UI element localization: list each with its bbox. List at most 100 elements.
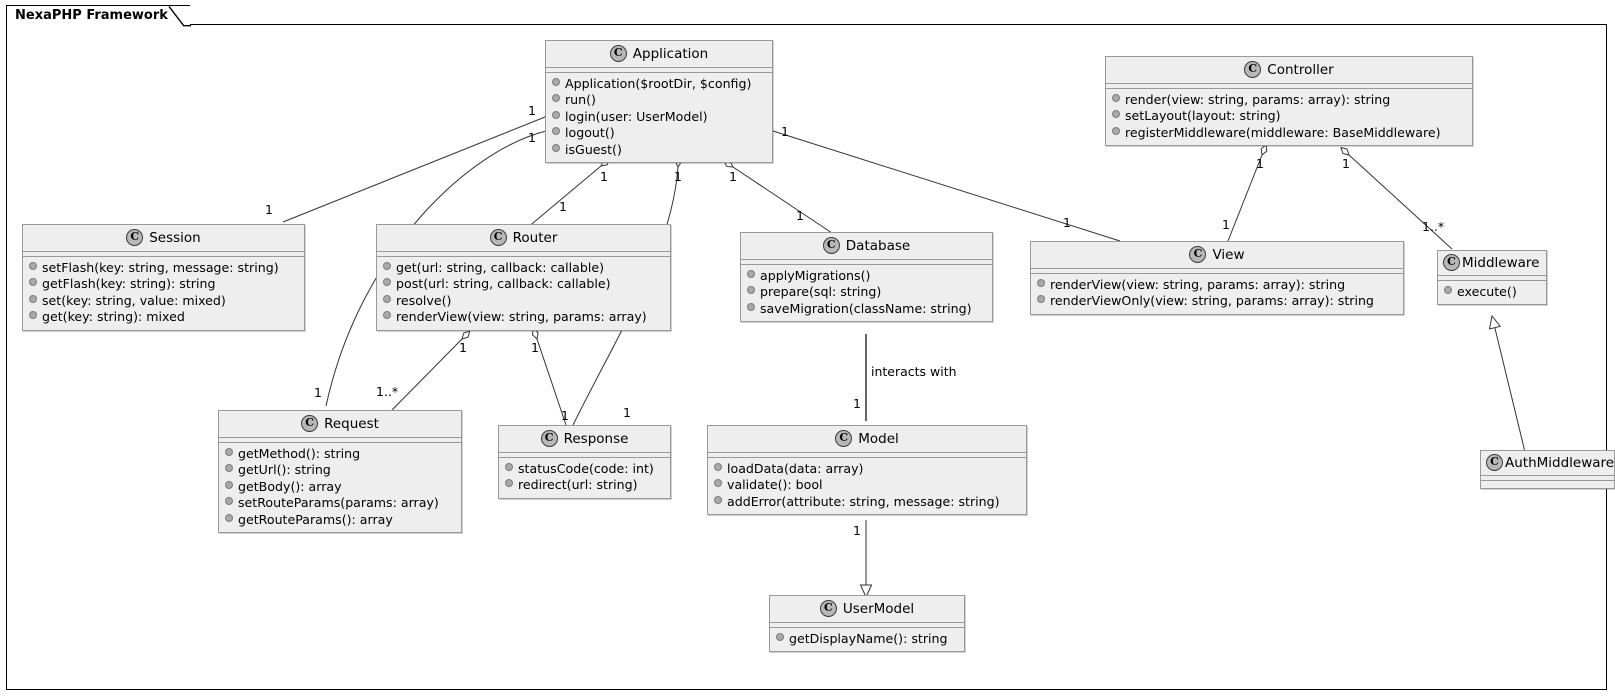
class-router-title: Router <box>512 229 558 246</box>
class-view-title: View <box>1212 246 1245 263</box>
member-row: render(view: string, params: array): str… <box>1112 92 1466 108</box>
member-row: setRouteParams(params: array) <box>225 495 455 511</box>
class-session-title: Session <box>149 229 201 246</box>
visibility-dot-icon <box>505 463 513 471</box>
member-label: getRouteParams(): array <box>238 511 393 527</box>
member-label: getDisplayName(): string <box>789 631 948 646</box>
member-label: validate(): bool <box>727 477 823 493</box>
class-authmiddleware-header: C AuthMiddleware <box>1481 451 1614 476</box>
member-row: resolve() <box>383 293 664 309</box>
visibility-dot-icon <box>714 495 722 504</box>
member-label: render(view: string, params: array): str… <box>1125 92 1391 107</box>
class-application-separator <box>546 68 772 73</box>
multiplicity-router-request-far: 1..* <box>376 384 399 399</box>
member-label: addError(attribute: string, message: str… <box>727 493 1000 509</box>
member-label: getFlash(key: string): string <box>42 276 216 292</box>
class-database-header: C Database <box>741 233 992 260</box>
visibility-dot-icon <box>1112 110 1120 119</box>
member-label: execute() <box>1457 284 1517 299</box>
class-usermodel[interactable]: C UserModel getDisplayName(): string <box>769 595 965 653</box>
multiplicity-app-router-far: 1 <box>559 199 567 214</box>
visibility-dot-icon <box>552 78 560 86</box>
visibility-dot-icon <box>383 278 391 287</box>
class-request[interactable]: C Request getMethod(): string getUrl(): … <box>218 410 462 534</box>
class-controller-title: Controller <box>1267 61 1334 78</box>
class-view-separator <box>1031 269 1403 274</box>
class-application[interactable]: C Application Application($rootDir, $con… <box>545 40 773 164</box>
class-middleware-separator <box>1438 276 1546 281</box>
multiplicity-app-view-far: 1 <box>1063 215 1071 230</box>
member-row: get(key: string): mixed <box>29 309 298 325</box>
member-label: loadData(data: array) <box>727 461 864 476</box>
multiplicity-controller-middleware-near: 1 <box>1342 156 1350 171</box>
visibility-dot-icon <box>552 127 560 136</box>
member-label: redirect(url: string) <box>518 477 638 493</box>
multiplicity-app-view-near: 1 <box>781 124 789 139</box>
member-row: login(user: UserModel) <box>552 109 766 125</box>
class-model-title: Model <box>858 430 899 447</box>
class-response-header: C Response <box>499 426 670 453</box>
class-authmiddleware[interactable]: C AuthMiddleware <box>1480 450 1615 489</box>
visibility-dot-icon <box>383 294 391 303</box>
class-model-separator <box>708 453 1026 458</box>
member-label: isGuest() <box>565 141 622 157</box>
class-middleware[interactable]: C Middleware execute() <box>1437 250 1547 306</box>
visibility-dot-icon <box>29 278 37 287</box>
class-icon: C <box>1486 454 1503 471</box>
member-row: renderView(view: string, params: array):… <box>1037 277 1397 293</box>
class-database-separator <box>741 260 992 265</box>
class-session-header: C Session <box>23 225 304 252</box>
member-row: setFlash(key: string, message: string) <box>29 260 298 276</box>
class-request-separator <box>219 438 461 443</box>
member-label: getUrl(): string <box>238 462 331 478</box>
class-icon: C <box>819 600 837 617</box>
member-label: setLayout(layout: string) <box>1125 108 1281 124</box>
class-icon: C <box>835 430 853 447</box>
class-router[interactable]: C Router get(url: string, callback: call… <box>376 224 671 331</box>
member-row: getDisplayName(): string <box>776 631 958 647</box>
class-session[interactable]: C Session setFlash(key: string, message:… <box>22 224 305 331</box>
class-icon: C <box>1189 246 1207 263</box>
class-model-header: C Model <box>708 426 1026 453</box>
visibility-dot-icon <box>747 286 755 295</box>
member-row: getFlash(key: string): string <box>29 276 298 292</box>
class-authmiddleware-separator <box>1481 476 1614 481</box>
member-label: getBody(): array <box>238 478 342 494</box>
class-icon: C <box>1443 254 1460 271</box>
class-response[interactable]: C Response statusCode(code: int) redirec… <box>498 425 671 499</box>
member-label: get(key: string): mixed <box>42 309 185 325</box>
class-database[interactable]: C Database applyMigrations() prepare(sql… <box>740 232 993 323</box>
member-label: post(url: string, callback: callable) <box>396 276 611 292</box>
multiplicity-controller-middleware-far: 1..* <box>1422 219 1445 234</box>
class-authmiddleware-title: AuthMiddleware <box>1505 454 1615 471</box>
multiplicity-app-response-far: 1 <box>623 405 631 420</box>
package-title: NexaPHP Framework <box>15 8 168 23</box>
visibility-dot-icon <box>747 302 755 311</box>
member-label: renderView(view: string, params: array):… <box>1050 277 1346 292</box>
multiplicity-app-session-far: 1 <box>265 202 273 217</box>
member-row: renderViewOnly(view: string, params: arr… <box>1037 293 1397 309</box>
class-controller-members: render(view: string, params: array): str… <box>1106 89 1472 146</box>
member-row: statusCode(code: int) <box>505 461 664 477</box>
visibility-dot-icon <box>1112 126 1120 135</box>
class-usermodel-separator <box>770 623 964 628</box>
visibility-dot-icon <box>225 480 233 489</box>
member-row: validate(): bool <box>714 477 1020 493</box>
multiplicity-app-response-near: 1 <box>674 169 682 184</box>
multiplicity-app-database-far: 1 <box>796 208 804 223</box>
edge-label-database-model: interacts with <box>871 364 957 379</box>
visibility-dot-icon <box>225 513 233 522</box>
member-row: renderView(view: string, params: array) <box>383 309 664 325</box>
member-label: getMethod(): string <box>238 446 361 461</box>
visibility-dot-icon <box>747 270 755 278</box>
class-view[interactable]: C View renderView(view: string, params: … <box>1030 241 1404 315</box>
visibility-dot-icon <box>1112 94 1120 102</box>
visibility-dot-icon <box>225 464 233 473</box>
class-controller[interactable]: C Controller render(view: string, params… <box>1105 56 1473 147</box>
visibility-dot-icon <box>29 294 37 303</box>
member-label: login(user: UserModel) <box>565 108 708 124</box>
class-usermodel-title: UserModel <box>842 600 915 617</box>
class-model[interactable]: C Model loadData(data: array) validate()… <box>707 425 1027 516</box>
class-usermodel-members: getDisplayName(): string <box>770 628 964 652</box>
visibility-dot-icon <box>552 110 560 119</box>
